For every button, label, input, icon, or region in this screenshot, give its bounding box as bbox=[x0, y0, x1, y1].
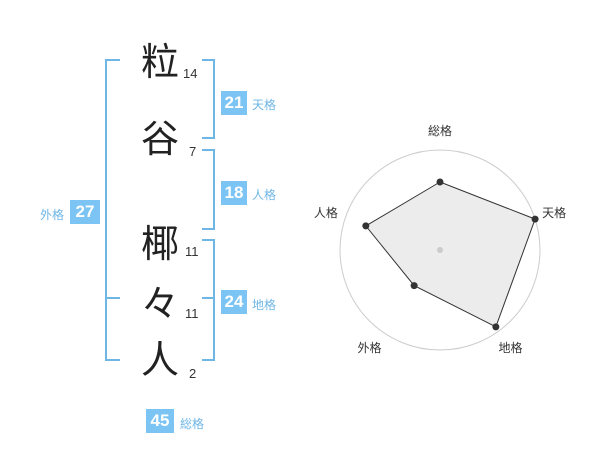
jinkaku-badge: 18 bbox=[221, 181, 247, 205]
name-char-5: 人 bbox=[140, 338, 179, 382]
soukaku-badge: 45 bbox=[146, 409, 174, 433]
radar-center-dot bbox=[437, 247, 443, 253]
name-char-2: 谷 bbox=[140, 117, 179, 161]
stroke-count-3: 11 bbox=[185, 244, 199, 259]
chikaku-bracket bbox=[202, 239, 215, 361]
radar-point-2 bbox=[492, 323, 500, 331]
gaikaku-badge: 27 bbox=[70, 200, 100, 224]
name-char-3: 椰 bbox=[140, 222, 179, 266]
radar-label-soukaku: 総格 bbox=[428, 123, 453, 138]
radar-point-1 bbox=[531, 215, 539, 223]
radar-label-jinkaku: 人格 bbox=[313, 206, 338, 221]
gaikaku-label: 外格 bbox=[40, 208, 65, 222]
chikaku-badge: 24 bbox=[221, 290, 247, 314]
radar-label-tenkaku: 天格 bbox=[542, 206, 567, 221]
radar-label-gaikaku: 外格 bbox=[357, 340, 382, 355]
jinkaku-bracket bbox=[202, 149, 215, 230]
gaikaku-bracket bbox=[105, 59, 120, 361]
name-char-1: 粒 bbox=[140, 40, 179, 84]
tenkaku-bracket bbox=[202, 59, 215, 139]
soukaku-label: 総格 bbox=[180, 417, 205, 431]
name-char-4: 々 bbox=[140, 282, 179, 326]
radar-label-chikaku: 地格 bbox=[498, 340, 523, 355]
jinkaku-label: 人格 bbox=[252, 188, 277, 202]
radar-point-4 bbox=[362, 222, 370, 230]
chikaku-label: 地格 bbox=[252, 298, 277, 312]
tenkaku-label: 天格 bbox=[252, 98, 277, 112]
stroke-count-2: 7 bbox=[189, 144, 197, 159]
radar-series-area bbox=[365, 181, 536, 328]
tenkaku-badge: 21 bbox=[221, 91, 247, 115]
radar-point-3 bbox=[410, 282, 418, 290]
stroke-count-5: 2 bbox=[189, 366, 197, 381]
stroke-count-1: 14 bbox=[183, 66, 198, 81]
stroke-count-4: 11 bbox=[185, 306, 199, 321]
radar-point-0 bbox=[436, 178, 444, 186]
